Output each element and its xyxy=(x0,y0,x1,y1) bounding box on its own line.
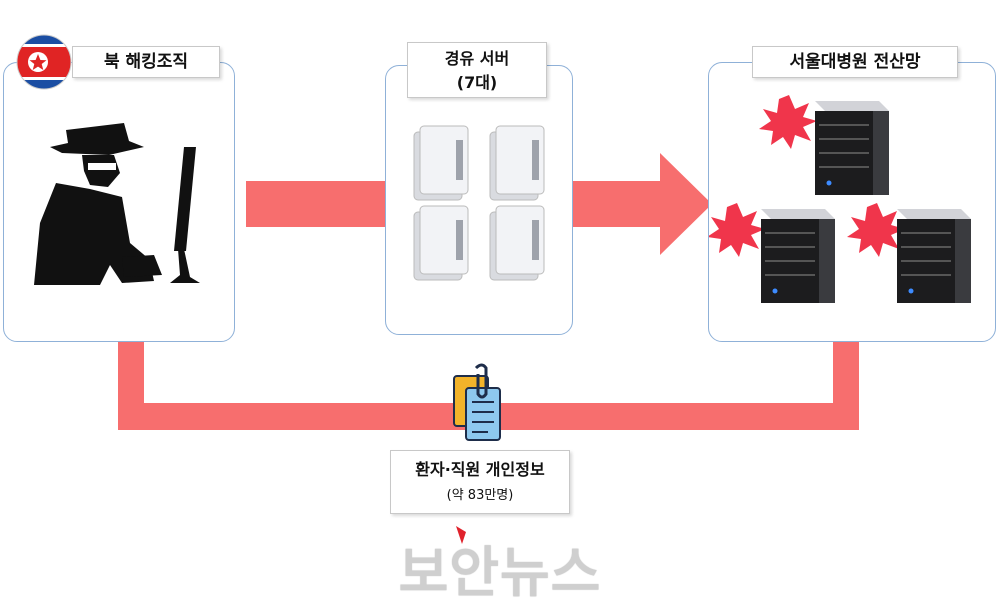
server-icon xyxy=(489,205,545,281)
server-icon xyxy=(413,205,469,281)
relay-server-label: 경유 서버 (7대) xyxy=(407,42,547,98)
monitor-icon xyxy=(174,147,196,251)
hospital-panel xyxy=(708,62,996,342)
hacker-group-label: 북 해킹조직 xyxy=(72,46,220,78)
arrow-hacker-to-relay xyxy=(246,181,386,227)
relay-panel xyxy=(385,65,573,335)
alert-burst-icon xyxy=(709,203,765,257)
watermark: 보안뉴스 xyxy=(398,541,602,604)
hospital-network-label: 서울대병원 전산망 xyxy=(752,46,958,78)
server-icon xyxy=(815,101,889,195)
north-korea-flag-icon xyxy=(16,34,72,90)
server-icon xyxy=(413,125,469,201)
watermark-accent xyxy=(456,526,466,544)
server-icon xyxy=(761,209,835,303)
hacker-panel xyxy=(3,62,235,342)
server-icon xyxy=(489,125,545,201)
return-path-vertical-left xyxy=(118,336,144,430)
arrow-relay-to-hospital xyxy=(572,153,712,255)
document-icon xyxy=(453,363,501,441)
alert-burst-icon xyxy=(759,95,817,149)
alert-burst-icon xyxy=(847,203,905,257)
relay-servers-group xyxy=(413,125,545,281)
server-icon xyxy=(897,209,971,303)
hospital-servers-group xyxy=(709,95,971,303)
hacker-icon xyxy=(34,123,200,285)
stolen-data-label: 환자·직원 개인정보 (약 83만명) xyxy=(390,450,570,514)
